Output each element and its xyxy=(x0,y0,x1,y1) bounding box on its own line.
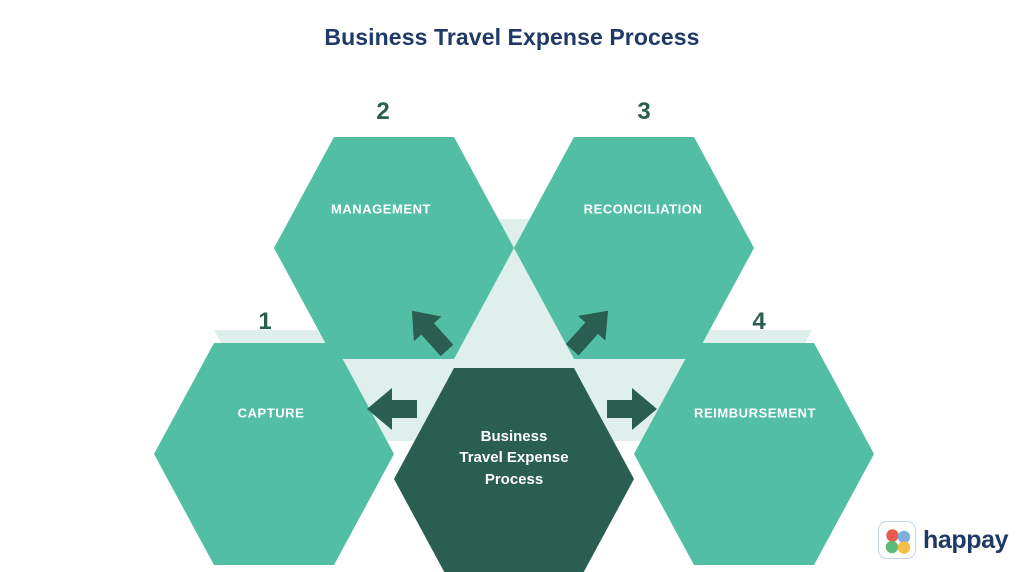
happay-logo-mark-icon xyxy=(878,521,916,559)
arrow-capture-to-management-icon xyxy=(411,310,454,357)
page-title: Business Travel Expense Process xyxy=(324,24,700,50)
hex-reimbursement[interactable] xyxy=(634,343,874,565)
happay-logo-text: happay xyxy=(923,525,1009,554)
logo-dot-top-right xyxy=(897,530,911,544)
hex-center-process[interactable] xyxy=(394,368,634,572)
arrow-management-to-reconciliation-icon xyxy=(565,310,609,356)
hex-capture[interactable] xyxy=(154,343,394,565)
arrow-center-to-capture-icon xyxy=(367,388,417,430)
happay-logo[interactable]: happay xyxy=(878,521,1009,559)
logo-dot-top-left xyxy=(886,529,899,542)
arrow-reconciliation-to-reimbursement-icon xyxy=(607,388,657,430)
hex-reconciliation[interactable] xyxy=(514,137,754,359)
hex-management[interactable] xyxy=(274,137,514,359)
logo-dot-bottom-right xyxy=(897,541,911,554)
logo-dot-bottom-left xyxy=(885,540,899,554)
